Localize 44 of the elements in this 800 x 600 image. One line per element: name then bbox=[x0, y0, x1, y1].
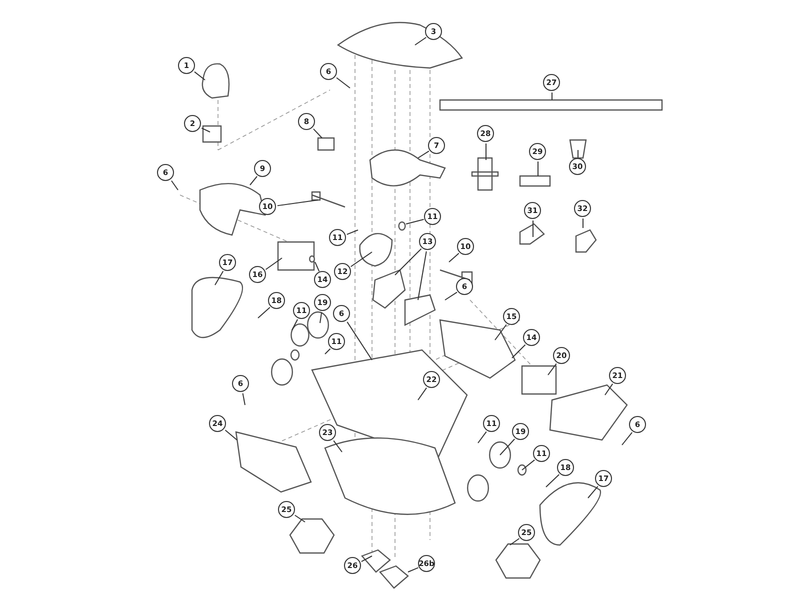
leader-line bbox=[394, 248, 422, 276]
leader-line bbox=[444, 292, 458, 300]
leader-line bbox=[346, 321, 372, 360]
leader-line bbox=[478, 431, 487, 444]
leader-line bbox=[214, 270, 224, 286]
leader-line bbox=[408, 567, 419, 572]
leader-line bbox=[350, 252, 372, 268]
leader-line bbox=[314, 262, 320, 272]
leader-line bbox=[224, 430, 238, 440]
leader-line bbox=[494, 324, 507, 340]
leader-line bbox=[324, 348, 331, 354]
leader-line bbox=[448, 252, 460, 262]
leader-line bbox=[414, 36, 427, 46]
leader-line bbox=[604, 383, 614, 396]
leader-line bbox=[360, 556, 372, 562]
leader-line bbox=[500, 438, 516, 456]
leader-line bbox=[194, 71, 206, 80]
leader-line bbox=[336, 77, 350, 88]
leader-line bbox=[406, 218, 424, 224]
leader-line bbox=[418, 150, 430, 158]
leader-line bbox=[588, 486, 598, 498]
leader-line bbox=[265, 258, 282, 270]
leader-line bbox=[548, 363, 557, 376]
leader-line bbox=[512, 344, 526, 358]
leader-line bbox=[333, 440, 342, 452]
leader-line bbox=[510, 538, 520, 546]
leader-line bbox=[622, 432, 633, 446]
leader-line bbox=[320, 312, 322, 324]
leader-line bbox=[250, 176, 258, 186]
leader-line bbox=[346, 230, 358, 235]
leader-line bbox=[313, 128, 322, 138]
leader-line bbox=[582, 218, 584, 228]
leader-line bbox=[418, 250, 427, 300]
leader-line bbox=[242, 392, 246, 406]
leader-line bbox=[532, 220, 534, 238]
leader-line bbox=[258, 306, 270, 318]
leader-line bbox=[294, 514, 306, 522]
leader-line bbox=[201, 128, 210, 132]
leader-line bbox=[546, 474, 560, 488]
leader-line bbox=[170, 180, 178, 190]
leader-line bbox=[522, 459, 536, 470]
leader-line bbox=[276, 200, 318, 206]
leader-line bbox=[418, 387, 428, 400]
leader-line bbox=[292, 318, 298, 330]
